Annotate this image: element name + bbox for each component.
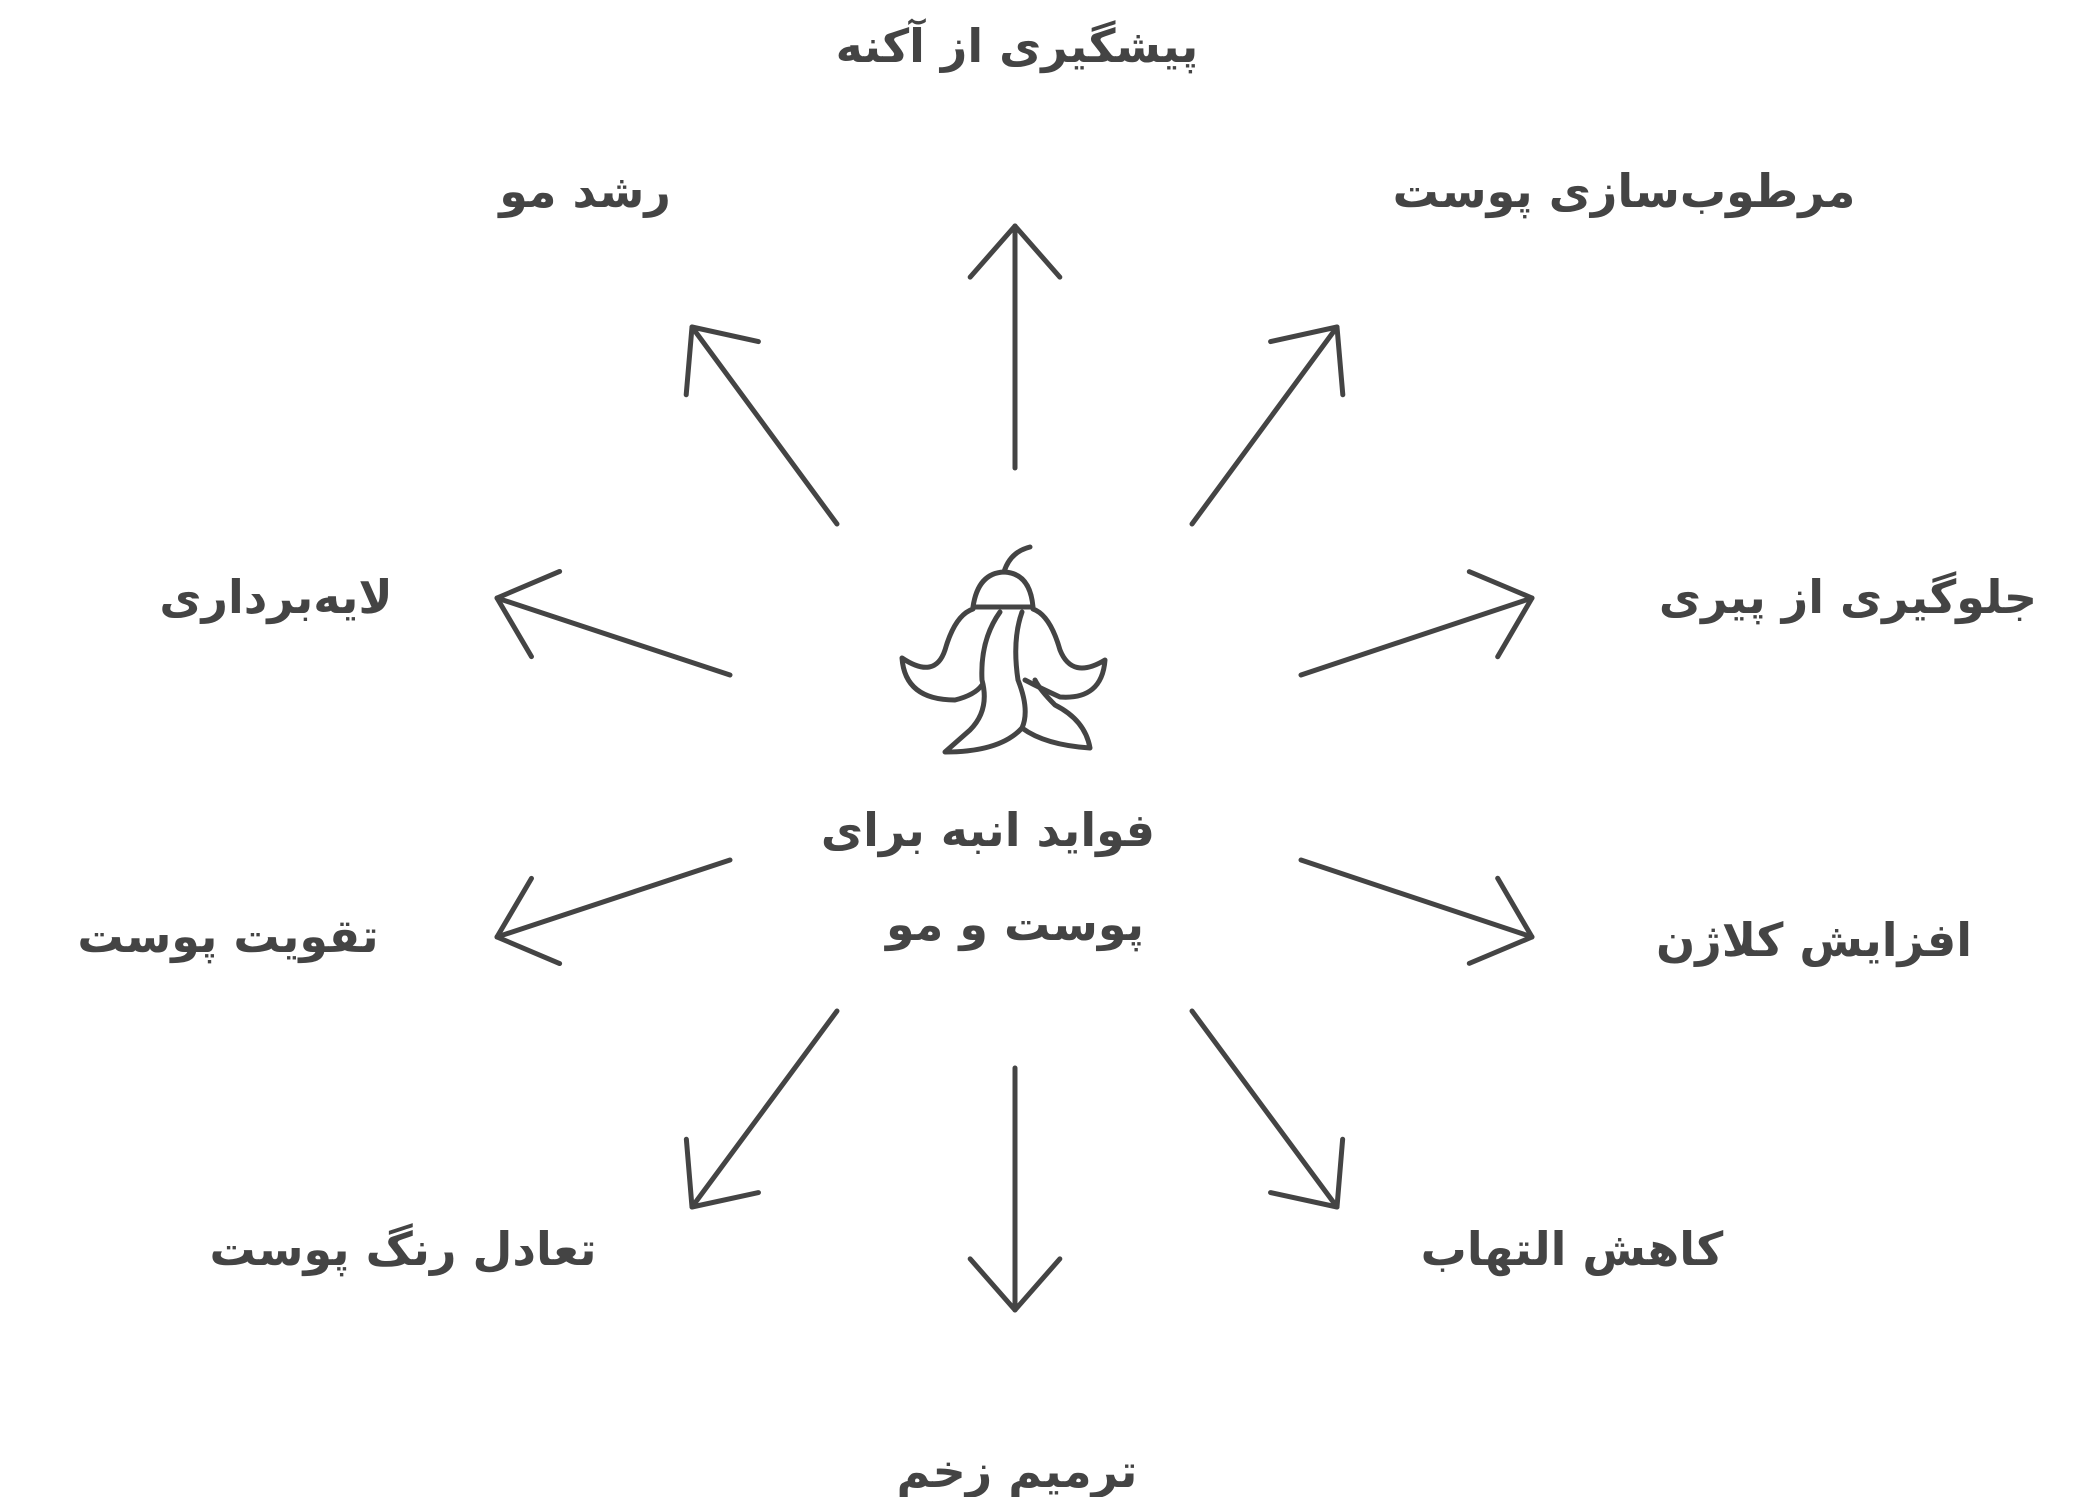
- benefit-wound-healing: ترمیم زخم: [897, 1444, 1138, 1497]
- arrow-up-right: [1189, 324, 1346, 527]
- arrow-head: [967, 1256, 1063, 1313]
- arrow-head: [1466, 569, 1535, 660]
- arrow-head: [1268, 324, 1346, 398]
- benefit-hair-growth: رشد مو: [497, 164, 671, 218]
- arrow-head: [683, 1136, 761, 1210]
- benefit-skin-moisturizing: مرطوب‌سازی پوست: [1393, 164, 1856, 219]
- arrow-shaft: [1189, 1008, 1340, 1210]
- arrow-head: [494, 875, 563, 967]
- benefit-exfoliation: لایه‌برداری: [159, 570, 392, 624]
- center-title-line2: پوست و مو: [884, 897, 1144, 952]
- arrow-right-down: [1298, 857, 1535, 966]
- center-title-line1: فواید انبه برای: [821, 803, 1155, 857]
- arrow-left-up: [494, 568, 733, 678]
- arrow-shaft: [1298, 857, 1535, 940]
- arrow-up: [967, 223, 1063, 471]
- arrow-right-up: [1298, 569, 1535, 678]
- benefit-acne-prevention: پیشگیری از آکنه: [836, 18, 1199, 74]
- arrow-shaft: [494, 595, 733, 678]
- arrow-down-right: [1189, 1008, 1346, 1210]
- arrow-shaft: [1189, 324, 1340, 527]
- arrow-shaft: [689, 324, 840, 527]
- benefit-reduce-inflammation: کاهش التهاب: [1421, 1222, 1724, 1276]
- arrow-shaft: [689, 1008, 840, 1210]
- arrow-shaft: [494, 857, 733, 940]
- arrow-down: [967, 1065, 1063, 1313]
- benefit-anti-aging: جلوگیری از پیری: [1659, 570, 2037, 625]
- benefit-collagen-boost: افزایش کلاژن: [1656, 913, 1972, 967]
- arrow-down-left: [683, 1008, 840, 1210]
- arrow-head: [494, 568, 563, 660]
- benefit-skin-tone-balance: تعادل رنگ پوست: [210, 1222, 597, 1277]
- arrow-head: [1268, 1136, 1346, 1210]
- arrow-shaft: [1298, 595, 1535, 678]
- arrow-up-left: [683, 324, 840, 527]
- arrow-head: [683, 324, 761, 398]
- benefit-skin-strengthening: تقویت پوست: [77, 909, 378, 964]
- arrow-head: [1466, 875, 1535, 966]
- center-icon: [899, 544, 1108, 755]
- arrow-left-down: [494, 857, 733, 967]
- arrow-head: [967, 223, 1063, 280]
